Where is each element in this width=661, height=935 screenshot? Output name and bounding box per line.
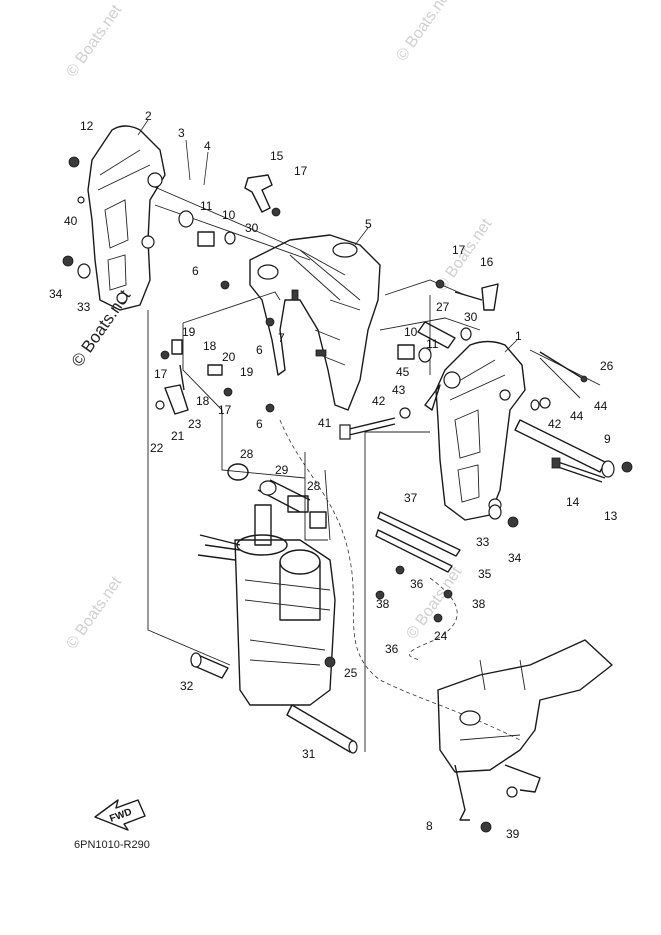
trim-pin-assembly — [227, 463, 327, 529]
tubes-and-bushings — [178, 210, 472, 363]
callout-42-b: 42 — [548, 417, 562, 431]
swivel-bracket — [249, 234, 381, 411]
washers-bolts — [62, 156, 633, 528]
callout-6-b: 6 — [256, 343, 263, 357]
callout-39: 39 — [506, 827, 520, 841]
callout-11-b: 11 — [426, 337, 439, 351]
callout-17-c: 17 — [154, 367, 168, 381]
tilt-lever — [244, 174, 499, 311]
callout-30-a: 30 — [245, 221, 259, 235]
trim-sender-plate — [375, 511, 461, 623]
callout-38-a: 38 — [376, 597, 390, 611]
callout-30-b: 30 — [464, 310, 478, 324]
callout-11-a: 11 — [200, 199, 213, 213]
lower-pins — [190, 652, 358, 754]
callout-28-a: 28 — [240, 447, 254, 461]
fwd-arrow: FWD — [94, 799, 146, 831]
callout-labels: 1 2 3 4 5 6 6 6 7 8 9 10 10 11 11 12 13 … — [49, 109, 618, 841]
callout-8: 8 — [426, 819, 433, 833]
callout-20: 20 — [222, 350, 236, 364]
clamp-bracket-left — [87, 125, 166, 311]
callout-14: 14 — [566, 495, 580, 509]
lower-mount — [437, 639, 613, 833]
diagram-code: 6PN1010-R290 — [74, 839, 150, 851]
callout-34-b: 34 — [508, 551, 522, 565]
callout-36-a: 36 — [410, 577, 424, 591]
callout-2: 2 — [145, 109, 152, 123]
tilt-shaft — [514, 419, 615, 478]
callout-17-a: 17 — [294, 164, 308, 178]
callout-42-a: 42 — [372, 394, 386, 408]
callout-13: 13 — [604, 509, 618, 523]
callout-28-b: 28 — [307, 479, 321, 493]
callout-6-a: 6 — [192, 264, 199, 278]
callout-21: 21 — [171, 429, 185, 443]
bolts-right — [339, 351, 606, 483]
callout-18-b: 18 — [196, 394, 210, 408]
callout-23: 23 — [188, 417, 202, 431]
callout-44-b: 44 — [594, 399, 608, 413]
callout-33-a: 33 — [77, 300, 91, 314]
watermark-top-right: © Boats.net — [393, 0, 455, 64]
guide-lines — [147, 184, 601, 752]
watermark-layer: © Boats.net © Boats.net © Boats.net © Bo… — [63, 0, 495, 652]
small-parts-left — [155, 339, 551, 419]
callout-45: 45 — [396, 365, 410, 379]
callout-19-b: 19 — [240, 365, 254, 379]
callout-17-b: 17 — [452, 243, 466, 257]
callout-6-c: 6 — [256, 417, 263, 431]
callout-18-a: 18 — [203, 339, 217, 353]
callout-10-a: 10 — [222, 208, 236, 222]
watermark-top-left: © Boats.net — [63, 1, 125, 80]
callout-29: 29 — [275, 463, 289, 477]
callout-7: 7 — [278, 331, 285, 345]
callout-32: 32 — [180, 679, 194, 693]
watermark-lower-left: © Boats.net — [63, 573, 125, 652]
callout-34-a: 34 — [49, 287, 63, 301]
callout-9: 9 — [604, 432, 611, 446]
power-trim-tilt-unit — [197, 504, 336, 706]
callout-5: 5 — [365, 217, 372, 231]
callout-4: 4 — [204, 139, 211, 153]
callout-10-b: 10 — [404, 325, 418, 339]
callout-17-d: 17 — [218, 403, 232, 417]
callout-3: 3 — [178, 126, 185, 140]
callout-35: 35 — [478, 567, 492, 581]
callout-38-b: 38 — [472, 597, 486, 611]
callout-31: 31 — [302, 747, 316, 761]
callout-40: 40 — [64, 214, 78, 228]
callout-1: 1 — [515, 329, 522, 343]
callout-12: 12 — [80, 119, 94, 133]
callout-16: 16 — [480, 255, 494, 269]
callout-43: 43 — [392, 383, 406, 397]
callout-37: 37 — [404, 491, 418, 505]
callout-19-a: 19 — [182, 325, 196, 339]
callout-25: 25 — [344, 666, 358, 680]
callout-24: 24 — [434, 629, 448, 643]
callout-27: 27 — [436, 300, 450, 314]
callout-26: 26 — [600, 359, 614, 373]
clamp-bracket-right — [435, 340, 526, 521]
callout-22: 22 — [150, 441, 164, 455]
callout-36-b: 36 — [385, 642, 399, 656]
callout-44-a: 44 — [570, 409, 584, 423]
callout-41: 41 — [318, 416, 332, 430]
callout-33-b: 33 — [476, 535, 490, 549]
callout-15: 15 — [270, 149, 284, 163]
